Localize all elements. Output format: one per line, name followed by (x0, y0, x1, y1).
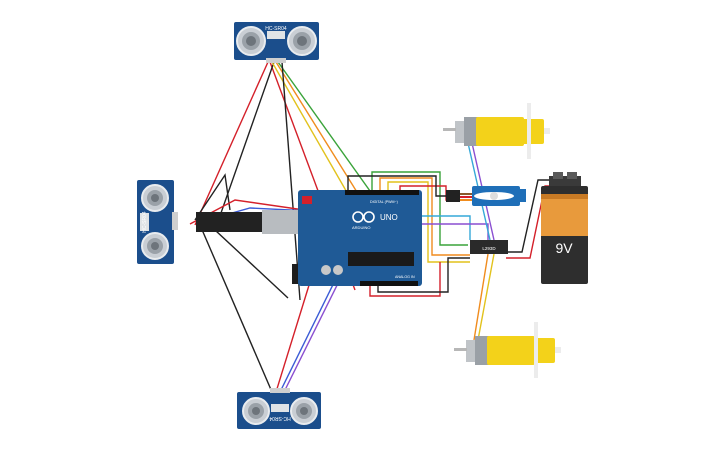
wire-d-black (347, 175, 452, 197)
sensor-left-label: HC-SR04 (142, 211, 148, 233)
arduino-model-label: UNO (380, 213, 398, 222)
wire-bottom-1 (199, 224, 273, 393)
wire-top-vcc (194, 61, 269, 226)
battery-voltage-label: 9V (555, 240, 573, 256)
driver-label: L293D (482, 246, 496, 251)
wire-top-echo-2 (275, 61, 371, 214)
ultrasonic-sensor-bottom[interactable]: HC-SR04 (237, 388, 321, 429)
wire-motor2-a (473, 253, 489, 341)
wire-left-1 (194, 173, 231, 221)
dc-motor-bottom[interactable] (454, 322, 561, 378)
sensor-bottom-label: HC-SR04 (269, 415, 291, 421)
ultrasonic-sensor-top[interactable]: HC-SR04 (234, 22, 319, 63)
wire-a-black (377, 257, 470, 293)
sensor-top-label: HC-SR04 (265, 26, 287, 32)
servo-connector (446, 190, 460, 202)
analog-header (360, 281, 418, 286)
wire-bottom-2 (275, 281, 311, 393)
servo-motor[interactable] (446, 186, 526, 206)
wire-top-echo (277, 61, 386, 213)
wire-top-trig (271, 61, 361, 216)
battery-9v[interactable]: 9V (541, 172, 588, 284)
atmega-chip (348, 252, 414, 266)
motor-driver-chip[interactable]: L293D (470, 240, 508, 254)
wire-top-gnd-2 (281, 61, 301, 301)
arduino-uno-board[interactable]: UNO ARDUINO DIGITAL (PWM~) ANALOG IN (196, 190, 422, 286)
wire-d-orange (379, 177, 470, 256)
wire-d-yellow (387, 181, 470, 263)
arduino-digital-label: DIGITAL (PWM~) (370, 200, 398, 204)
dc-motor-top[interactable] (443, 103, 550, 159)
wire-a-red (369, 262, 441, 297)
wire-d-green (371, 171, 468, 246)
arduino-analog-label: ANALOG IN (395, 275, 415, 279)
digital-header (345, 190, 419, 195)
usb-connector (196, 212, 266, 232)
ultrasonic-sensor-left[interactable]: HC-SR04 (137, 180, 178, 264)
wire-motor2-b (477, 253, 495, 341)
arduino-brand-label: ARDUINO (352, 225, 370, 230)
